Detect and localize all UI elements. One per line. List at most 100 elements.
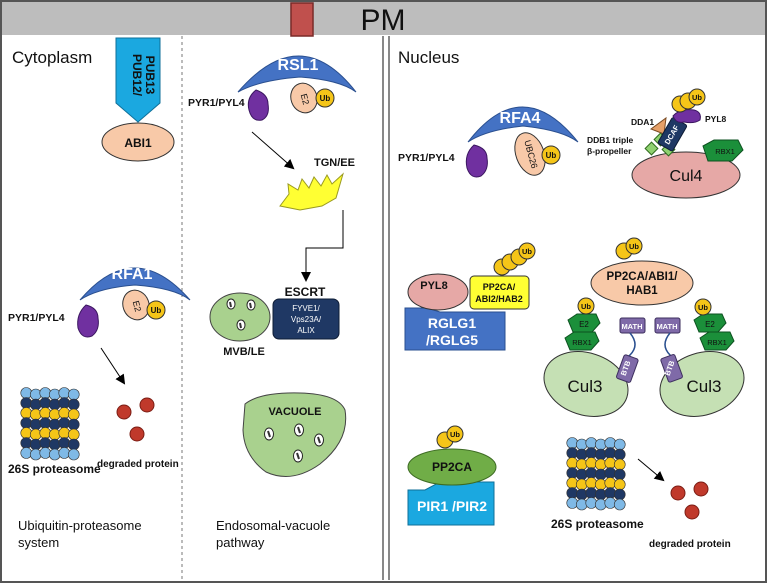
degraded-label-cytoplasm: degraded protein	[97, 459, 179, 470]
ub-rfa4	[541, 145, 561, 165]
arrow-nucleus-to-degradation	[637, 458, 665, 482]
proteasome-subunit	[613, 448, 626, 461]
nucleus-title: Nucleus	[398, 48, 459, 67]
abi1-label: ABI1	[124, 136, 152, 150]
proteasome-subunit	[604, 437, 617, 449]
proteasome-subunit	[566, 487, 579, 499]
pyl8-label-rglg: PYL8	[420, 280, 448, 292]
ub-label-pir: Ub	[450, 430, 460, 439]
degraded-protein-dot-3	[129, 426, 145, 442]
proteasome-subunit	[594, 468, 607, 481]
e2-label-rsl1: E2	[299, 93, 312, 106]
proteasome-subunit	[575, 488, 588, 501]
cul3-left-label: Cul3	[568, 377, 603, 396]
proteasome-subunit	[39, 407, 52, 419]
ub-label-rsl1: Ub	[320, 94, 331, 103]
dda1-shape	[649, 116, 667, 135]
dda1-label: DDA1	[631, 117, 654, 127]
proteasome-subunit	[613, 478, 626, 491]
proteasome-subunit	[575, 438, 588, 451]
proteasome-cytoplasm	[20, 387, 80, 461]
proteasome-subunit	[613, 438, 626, 451]
ub-cul3-left	[577, 297, 595, 315]
pub-label-line1: PUB12/	[130, 54, 144, 97]
proteasome-subunit	[20, 387, 33, 399]
proteasome-subunit	[58, 437, 71, 449]
ub-label-cul4: Ub	[692, 93, 702, 102]
escrt-label: ESCRT	[285, 285, 326, 299]
rfa1-arc	[79, 267, 191, 301]
btb-left	[616, 354, 639, 383]
proteasome-subunit	[29, 448, 42, 461]
proteasome-subunit	[604, 477, 617, 489]
ub-cul3-right	[694, 298, 712, 316]
pyr1-pyl4-label-rsl1: PYR1/PYL4	[188, 97, 245, 109]
proteasome-subunit	[594, 448, 607, 461]
proteasome-subunit	[604, 467, 617, 479]
pp2ca-ellipse-pir	[407, 448, 497, 486]
membrane-protein-rsl1-anchor	[290, 2, 314, 37]
proteasome-subunit	[566, 497, 579, 509]
evp-caption-line2: pathway	[216, 535, 265, 550]
proteasome-subunit	[48, 408, 61, 421]
proteasome-subunit	[585, 467, 598, 479]
math-label-left: MATH	[621, 322, 642, 331]
proteasome-subunit	[67, 388, 80, 401]
proteasome-subunit	[39, 387, 52, 399]
pyr1-pyl4-receptor-rfa1	[77, 304, 99, 338]
proteasome-subunit	[575, 448, 588, 461]
plasma-membrane-bar	[2, 2, 765, 35]
proteasome-subunit	[39, 427, 52, 439]
rglg-label-line1: RGLG1	[428, 315, 476, 331]
proteasome-subunit	[58, 447, 71, 459]
e2-rsl1	[290, 82, 318, 114]
tgn-ee-label: TGN/EE	[314, 157, 355, 169]
proteasome-subunit	[613, 488, 626, 501]
ub-label-rfa1: Ub	[151, 306, 162, 315]
rbx1-cul3-left	[564, 331, 600, 351]
vacuole-shape	[242, 392, 347, 477]
proteasome-subunit	[604, 487, 617, 499]
ub-pir-2	[446, 425, 464, 443]
proteasome-subunit	[48, 428, 61, 441]
proteasome-subunit	[29, 388, 42, 401]
proteasome-subunit	[566, 447, 579, 459]
proteasome-subunit	[48, 388, 61, 401]
proteasome-subunit	[39, 397, 52, 409]
proteasome-subunit	[604, 447, 617, 459]
degraded-protein-nucleus-2	[693, 481, 709, 497]
escrt-box-line1: FYVE1/	[292, 304, 320, 313]
proteasome-subunit	[604, 457, 617, 469]
pyr1-pyl4-receptor-rfa4	[465, 144, 488, 178]
escrt-box-line3: ALIX	[297, 326, 315, 335]
vacuole-vesicle-marks	[267, 426, 321, 460]
ub-rfa1	[146, 300, 166, 320]
pp2ca-box-line2: ABI2/HAB2	[475, 294, 523, 304]
proteasome-subunit	[585, 457, 598, 469]
pp2ca-hab-line2: HAB1	[626, 285, 658, 297]
proteasome-subunit	[566, 457, 579, 469]
proteasome-subunit	[585, 447, 598, 459]
btb-right	[660, 354, 683, 383]
cytoplasm-title: Cytoplasm	[12, 48, 92, 67]
proteasome-subunit	[48, 448, 61, 461]
rsl1-label: RSL1	[278, 57, 319, 74]
tgn-ee-shape	[279, 172, 344, 211]
ub-cul3-top-2	[625, 237, 643, 255]
rfa4-label: RFA4	[500, 110, 541, 127]
proteasome-subunit	[613, 498, 626, 511]
pir-shape	[407, 481, 495, 526]
pm-label: PM	[361, 4, 406, 37]
proteasome-subunit	[20, 417, 33, 429]
proteasome-label-nucleus: 26S proteasome	[551, 517, 644, 531]
cul4-ellipse	[631, 151, 741, 199]
ddb1-label-line2: β-propeller	[587, 146, 632, 156]
pub12-pub13-arrow-shape	[115, 37, 161, 123]
pyl8-ellipse-rglg	[407, 273, 469, 311]
math-label-right: MATH	[656, 322, 677, 331]
proteasome-subunit	[58, 397, 71, 409]
pp2ca-abi1-hab1-ellipse	[590, 260, 694, 306]
pyr1-pyl4-label-rfa1: PYR1/PYL4	[8, 312, 65, 324]
proteasome-subunit	[58, 407, 71, 419]
ubc26-ellipse	[514, 132, 546, 176]
